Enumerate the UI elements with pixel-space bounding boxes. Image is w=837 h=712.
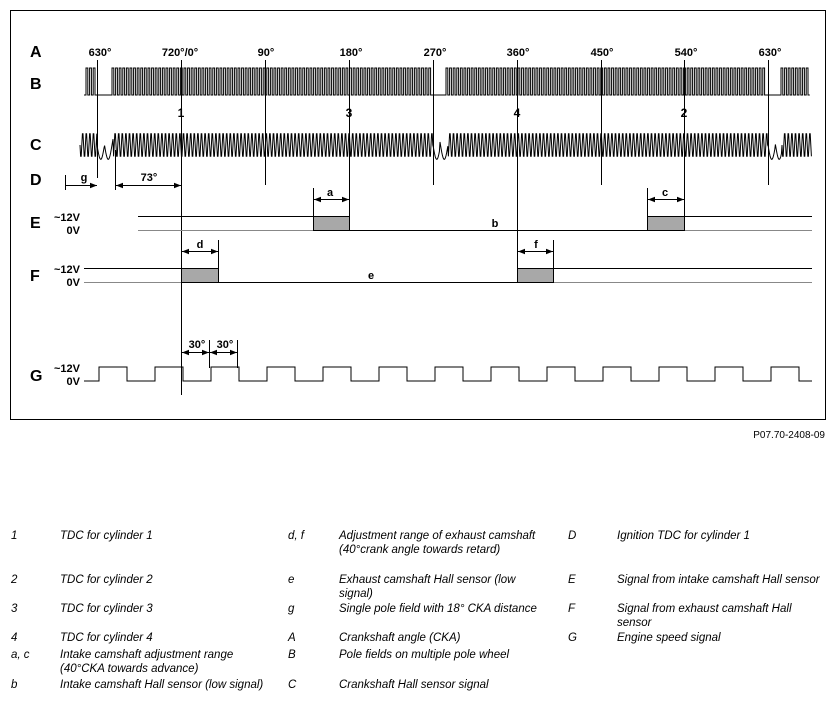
angle-label-270: 270° [424,47,447,59]
angle-label-540: 540° [675,47,698,59]
crankshaft-hall-signal [79,133,812,161]
dim-e-label: e [368,270,374,282]
angle-label-360: 360° [507,47,530,59]
g-volt-low: 0V [67,376,81,388]
row-label-f: F [30,268,40,285]
intake-adjust-range-c [647,216,685,231]
f-volt-low: 0V [67,277,81,289]
tdc-label-cyl3: 3 [346,106,353,120]
engine-speed-signal [84,366,812,382]
diagram-frame [10,10,826,420]
angle-label-630-end: 630° [759,47,782,59]
dim-g-label: g [81,172,88,184]
angle-label-630-start: 630° [89,47,112,59]
angle-label-180: 180° [340,47,363,59]
f-volt-high: ~12V [54,264,81,276]
row-label-b: B [30,76,42,93]
dim-d-label: d [197,239,204,251]
dim-c-label: c [662,187,668,199]
row-label-a: A [30,44,42,61]
pole-wheel-pulse-train [84,67,810,96]
dim-73-label: 73° [141,172,158,184]
exhaust-adjust-range-f [517,268,554,283]
tdc-label-cyl1: 1 [178,106,185,120]
angle-label-90: 90° [258,47,275,59]
tdc-label-cyl2: 2 [681,106,688,120]
dim-b-label: b [492,218,499,230]
row-label-c: C [30,137,42,154]
dim-30b-label: 30° [217,339,234,351]
dim-f-label: f [534,239,538,251]
tdc-label-cyl4: 4 [514,106,521,120]
angle-label-720: 720°/0° [162,47,198,59]
e-volt-high: ~12V [54,212,81,224]
exhaust-adjust-range-d [181,268,219,283]
g-volt-high: ~12V [54,363,81,375]
row-label-e: E [30,215,41,232]
dim-a-label: a [327,187,334,199]
row-label-g: G [30,368,42,385]
figure-code: P07.70-2408-09 [753,430,825,441]
row-label-d: D [30,172,42,189]
dim-30a-label: 30° [189,339,206,351]
e-volt-low: 0V [67,225,81,237]
angle-label-450: 450° [591,47,614,59]
intake-adjust-range-a [313,216,350,231]
